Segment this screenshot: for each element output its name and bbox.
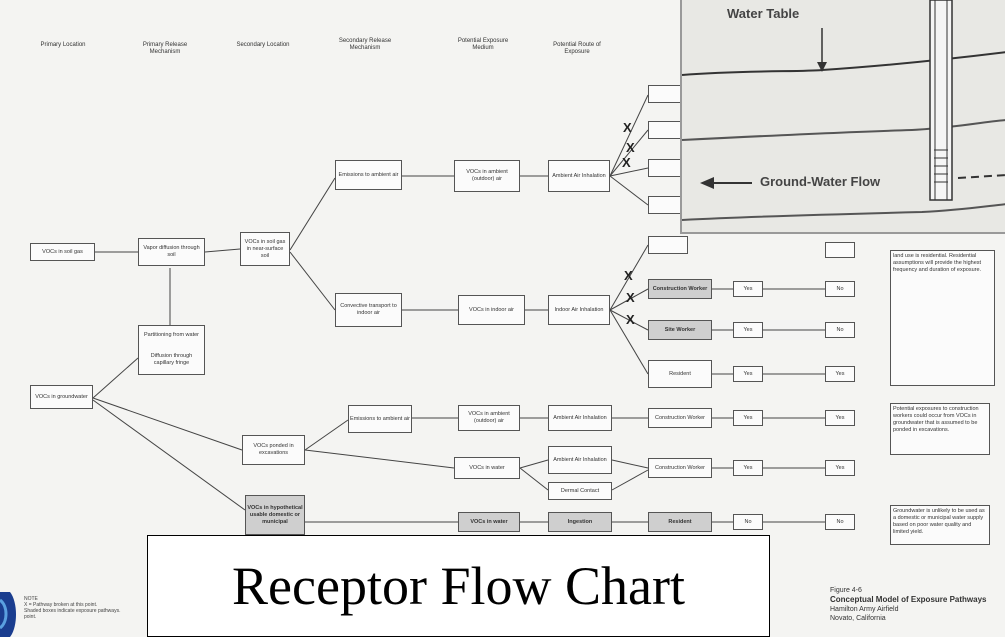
pathway-broken-mark: X — [626, 140, 635, 155]
box-convective-transport: Convective transport to indoor air — [335, 293, 402, 327]
yes-no-cell: Yes — [825, 366, 855, 382]
box-diffusion-fringe: Diffusion through capillary fringe — [138, 345, 205, 375]
box-ambient-inhalation-2: Ambient Air Inhalation — [548, 405, 612, 431]
box-receptor-partial — [648, 236, 688, 254]
comment-groundwater: Groundwater is unlikely to be used as a … — [890, 505, 990, 545]
water-table-label: Water Table — [727, 6, 800, 21]
comment-residential: land use is residential. Residential ass… — [890, 250, 995, 386]
box-hypothetical-supply: VOCs in hypothetical usable domestic or … — [245, 495, 305, 535]
yes-no-cell: Yes — [733, 281, 763, 297]
box-voc-water-shaded: VOCs in water — [458, 512, 520, 532]
yes-no-cell: No — [825, 281, 855, 297]
header-primary-release: Primary Release Mechanism — [142, 42, 188, 55]
pathway-broken-mark: X — [626, 312, 635, 327]
box-construction-worker-3: Construction Worker — [648, 458, 712, 478]
yes-no-cell: Yes — [733, 410, 763, 426]
yes-no-cell: No — [733, 514, 763, 530]
box-near-surface-soil: VOCs in soil gas in near-surface soil — [240, 232, 290, 266]
box-ambient-inhalation-1: Ambient Air Inhalation — [548, 160, 610, 192]
comment-construction: Potential exposures to construction work… — [890, 403, 990, 455]
logo-icon — [0, 592, 16, 637]
figure-caption: Figure 4-6 Conceptual Model of Exposure … — [830, 586, 986, 623]
box-emissions-ambient-2: Emissions to ambient air — [348, 405, 412, 433]
box-dermal-contact: Dermal Contact — [548, 482, 612, 500]
figure-location-2: Novato, California — [830, 615, 886, 622]
box-voc-ambient-1: VOCs in ambient (outdoor) air — [454, 160, 520, 192]
header-secondary-release: Secondary Release Mechanism — [338, 38, 392, 51]
box-voc-ambient-2: VOCs in ambient (outdoor) air — [458, 405, 520, 431]
box-resident-1: Resident — [648, 360, 712, 388]
box-ingestion: Ingestion — [548, 512, 612, 532]
note-label: NOTE — [24, 596, 38, 602]
box-construction-worker-1: Construction Worker — [648, 279, 712, 299]
figure-number: Figure 4-6 — [830, 587, 862, 594]
ground-water-flow-label: Ground-Water Flow — [760, 174, 881, 189]
box-partitioning: Partitioning from water — [138, 325, 205, 345]
water-table-drawing — [682, 0, 1005, 221]
box-ponded-excavations: VOCs ponded in excavations — [242, 435, 305, 465]
yes-no-cell-partial — [825, 242, 855, 258]
box-voc-indoor: VOCs in indoor air — [458, 295, 525, 325]
yes-no-cell: Yes — [825, 410, 855, 426]
pathway-broken-mark: X — [622, 155, 631, 170]
box-emissions-ambient-1: Emissions to ambient air — [335, 160, 402, 190]
box-voc-soil-gas: VOCs in soil gas — [30, 243, 95, 261]
yes-no-cell: Yes — [733, 322, 763, 338]
header-secondary-location: Secondary Location — [236, 42, 290, 48]
box-ambient-inhalation-3: Ambient Air Inhalation — [548, 446, 612, 474]
box-site-worker: Site Worker — [648, 320, 712, 340]
yes-no-cell: Yes — [825, 460, 855, 476]
header-primary-location: Primary Location — [40, 42, 86, 48]
box-resident-2: Resident — [648, 512, 712, 532]
yes-no-cell: Yes — [733, 366, 763, 382]
box-construction-worker-2: Construction Worker — [648, 408, 712, 428]
pathway-broken-mark: X — [626, 290, 635, 305]
figure-location-1: Hamilton Army Airfield — [830, 606, 899, 613]
yes-no-cell: No — [825, 514, 855, 530]
slide-title-box: Receptor Flow Chart — [147, 535, 770, 637]
box-voc-water: VOCs in water — [454, 457, 520, 479]
figure-caption-title: Conceptual Model of Exposure Pathways — [830, 595, 987, 604]
water-table-inset: Water Table Ground-Water Flow — [680, 0, 1005, 234]
yes-no-cell: No — [825, 322, 855, 338]
note-line: point. — [24, 614, 37, 620]
note-line: X = Pathway broken at this point. — [24, 602, 98, 608]
pathway-broken-mark: X — [623, 120, 632, 135]
box-indoor-inhalation: Indoor Air Inhalation — [548, 295, 610, 325]
header-exposure-route: Potential Route of Exposure — [553, 42, 601, 55]
box-voc-groundwater: VOCs in groundwater — [30, 385, 93, 409]
yes-no-cell: Yes — [733, 460, 763, 476]
box-vapor-diffusion: Vapor diffusion through soil — [138, 238, 205, 266]
pathway-broken-mark: X — [624, 268, 633, 283]
legend-notes: NOTE X = Pathway broken at this point. S… — [24, 596, 144, 620]
slide-title: Receptor Flow Chart — [232, 556, 685, 616]
note-line: Shaded boxes indicate exposure pathways. — [24, 608, 121, 614]
header-exposure-medium: Potential Exposure Medium — [457, 38, 509, 51]
